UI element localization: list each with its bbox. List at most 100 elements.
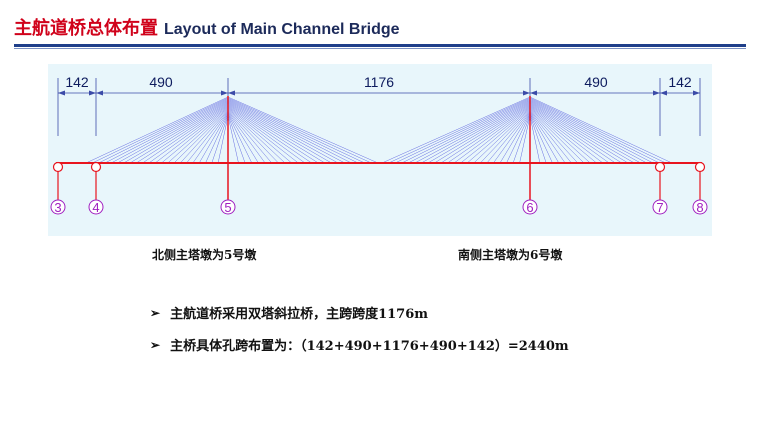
page-title-cn: 主航道桥总体布置 [14, 18, 158, 39]
stay-cable-pylon5-left-21 [211, 114, 229, 164]
dim-label-side-span-south: 142 [668, 74, 692, 90]
stay-cable-pylon6-right-8 [529, 103, 629, 164]
stay-cable-pylon6-right-13 [529, 107, 597, 164]
stay-cable-pylon6-left-6 [414, 101, 531, 164]
stay-cable-pylon6-left-9 [434, 103, 531, 164]
stay-cable-pylon6-right-3 [529, 98, 660, 164]
stay-cable-pylon6-left-20 [506, 113, 531, 164]
stay-cable-pylon5-right-16 [227, 110, 279, 164]
stay-cable-pylon6-right-12 [529, 106, 603, 164]
stay-cable-pylon5-left-8 [129, 103, 229, 164]
bridge-elevation-svg: 142 490 1176 490 142 3 4 [50, 74, 708, 215]
stay-cable-pylon5-right-5 [227, 100, 352, 164]
stay-cable-pylon5-left-1 [85, 96, 229, 164]
stay-cable-pylon5-right-7 [227, 102, 339, 164]
stay-cable-pylon5-left-20 [205, 113, 229, 164]
stay-cable-pylon5-right-15 [227, 109, 286, 164]
stay-cable-pylon6-right-4 [529, 99, 654, 164]
stay-cable-pylon5-left-3 [98, 98, 229, 164]
caption-south-pylon: 南侧主塔墩为6号墩 [458, 248, 563, 262]
stay-cable-pylon5-left-10 [142, 104, 229, 164]
stay-cable-pylon6-right-18 [529, 112, 566, 164]
stay-cable-pylon6-left-8 [427, 103, 531, 164]
stay-cable-pylon6-right-9 [529, 103, 622, 164]
stay-cable-pylon6-left-4 [401, 99, 531, 164]
stay-cable-pylon5-right-8 [227, 103, 332, 164]
stay-cable-pylon6-left-15 [473, 109, 531, 164]
stay-cable-pylon6-right-22 [529, 115, 541, 164]
pier-label-7: 7 [656, 200, 663, 215]
stay-cable-pylon6-left-17 [486, 111, 531, 164]
stay-cable-pylon6-left-16 [480, 110, 531, 164]
stay-cable-pylon5-left-6 [117, 101, 229, 164]
stay-cable-pylon6-left-7 [421, 102, 531, 164]
stay-cable-pylon5-right-12 [227, 106, 306, 164]
bullet-item-2: ➢ 主桥具体孔跨布置为：（142+490+1176+490+142）=2440m [150, 335, 569, 355]
pier-number-circles [50, 199, 708, 215]
bridge-layout-diagram: 142 490 1176 490 142 3 4 [48, 64, 712, 236]
page-header: 主航道桥总体布置 Layout of Main Channel Bridge [14, 14, 400, 44]
stay-cable-pylon5-right-22 [227, 115, 239, 164]
arrow-bullet-icon: ➢ [150, 305, 161, 320]
stay-cable-pylon5-left-22 [217, 115, 229, 164]
stay-cable-pylon6-right-21 [529, 114, 547, 164]
pier-7-bearing [654, 161, 666, 173]
dim-arrows [58, 90, 700, 96]
pier-label-6: 6 [526, 200, 533, 215]
stay-cable-pylon5-left-9 [136, 103, 229, 164]
stay-cable-pylon5-left-14 [167, 108, 229, 164]
page-title-en: Layout of Main Channel Bridge [164, 21, 400, 38]
bullet-text-2: 主桥具体孔跨布置为：（142+490+1176+490+142）=2440m [170, 339, 569, 354]
pier-label-5: 5 [224, 200, 231, 215]
stay-cables [85, 96, 673, 164]
stay-cable-pylon5-right-18 [227, 112, 266, 164]
stay-cable-pylon6-right-1 [529, 96, 673, 164]
dimension-lines: 142 490 1176 490 142 [57, 74, 701, 136]
dim-label-main-span: 1176 [364, 74, 394, 90]
dim-ticks [57, 78, 701, 136]
stay-cable-pylon6-right-19 [529, 113, 560, 164]
dim-label-side-span-south-2: 490 [584, 74, 608, 90]
stay-cable-pylon5-right-19 [227, 113, 259, 164]
stay-cable-pylon5-right-14 [227, 108, 292, 164]
stay-cable-pylon5-right-4 [227, 99, 359, 164]
stay-cable-pylon5-left-16 [180, 110, 229, 164]
stay-cable-pylon6-left-19 [499, 113, 531, 164]
bullet-item-1: ➢ 主航道桥采用双塔斜拉桥，主跨跨度1176m [150, 303, 428, 323]
bullet-text-1: 主航道桥采用双塔斜拉桥，主跨跨度1176m [170, 307, 428, 322]
header-rule-thick [14, 44, 746, 47]
stay-cable-pylon6-left-18 [493, 112, 531, 164]
stay-cable-pylon5-right-9 [227, 103, 326, 164]
stay-cable-pylon6-right-16 [529, 110, 578, 164]
pier-label-8: 8 [696, 200, 703, 215]
stay-cable-pylon5-right-1 [227, 96, 379, 164]
caption-north-pylon: 北侧主塔墩为5号墩 [152, 248, 257, 262]
stay-cable-pylon5-left-18 [192, 112, 229, 164]
stay-cable-pylon5-right-2 [227, 97, 372, 164]
stay-cable-pylon6-left-5 [408, 100, 531, 164]
stay-cable-pylon5-right-20 [227, 113, 253, 164]
pier-label-3: 3 [54, 200, 61, 215]
stay-cable-pylon5-left-15 [173, 109, 229, 164]
stay-cable-pylon5-left-5 [111, 100, 229, 164]
stay-cable-pylon5-left-13 [161, 107, 229, 164]
stay-cable-pylon6-left-12 [453, 106, 531, 164]
stay-cable-pylon6-right-5 [529, 100, 647, 164]
stay-cable-pylon6-right-6 [529, 101, 641, 164]
stay-cable-pylon6-left-21 [512, 114, 531, 164]
stay-cable-pylon6-right-15 [529, 109, 585, 164]
stay-cable-pylon5-left-17 [186, 111, 229, 164]
pier-4-bearing [90, 161, 102, 173]
stay-cable-pylon5-left-4 [104, 99, 229, 164]
pier-8-bearing [694, 161, 706, 173]
stay-cable-pylon5-left-2 [92, 97, 229, 164]
stay-cable-pylon5-right-21 [227, 114, 246, 164]
stay-cable-pylon6-left-13 [460, 107, 531, 164]
stay-cable-pylon5-right-6 [227, 101, 345, 164]
stay-cable-pylon5-right-10 [227, 104, 319, 164]
stay-cable-pylon6-right-14 [529, 108, 591, 164]
pier-3-bearing [52, 161, 64, 173]
stay-cable-pylon5-left-12 [155, 106, 229, 164]
dim-label-side-span-north: 142 [65, 74, 89, 90]
stay-cable-pylon6-right-20 [529, 113, 553, 164]
